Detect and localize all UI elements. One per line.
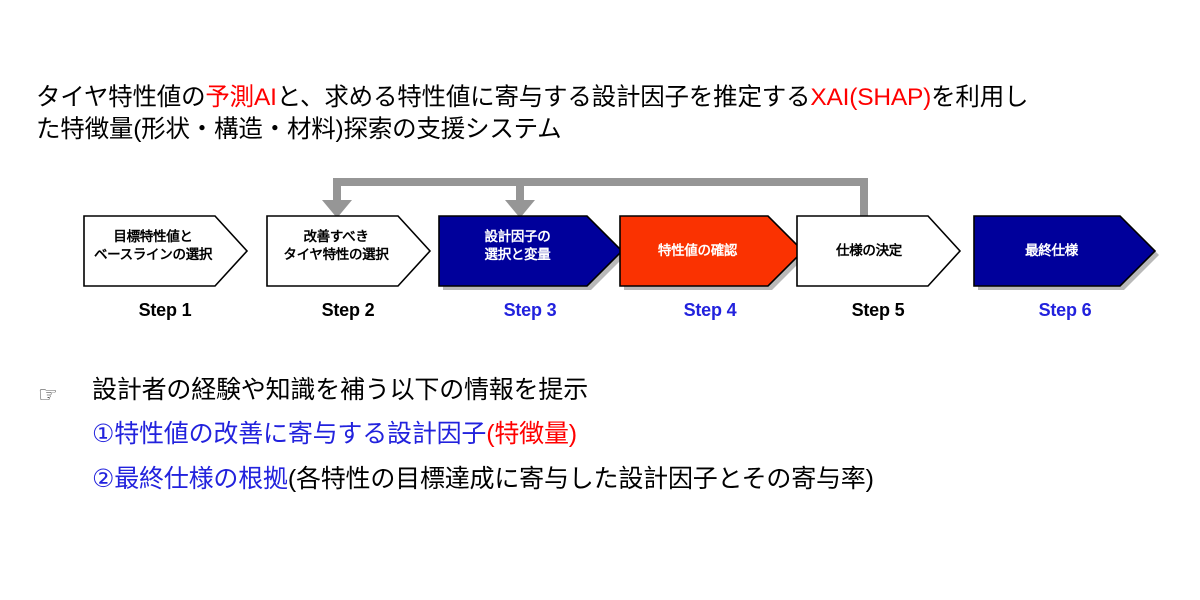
step-3-label-line-1: 設計因子の <box>484 229 551 244</box>
title-seg-3: と、求める特性値に寄与する設計因子を推定する <box>276 84 811 111</box>
note-item-1: ①特性値の改善に寄与する設計因子(特徴量) <box>92 422 1176 467</box>
note-item-2-black: (各特性の目標達成に寄与した設計因子とその寄与率) <box>287 465 874 493</box>
step-1-caption: Step 1 <box>138 300 192 320</box>
title-seg-5: を利用し <box>931 84 1029 111</box>
step-2-label: 改善すべき タイヤ特性の選択 <box>261 228 411 263</box>
title-seg-xai-shap: XAI(SHAP) <box>810 84 932 111</box>
step-6-caption: Step 6 <box>1038 300 1092 320</box>
step-5-caption: Step 5 <box>851 300 905 320</box>
step-2-label-line-1: 改善すべき <box>303 229 369 244</box>
note-item-1-red: (特徴量) <box>486 420 577 448</box>
note-item-2-blue: ②最終仕様の根拠 <box>92 465 288 493</box>
step-5-label: 仕様の決定 <box>794 242 944 260</box>
note-item-1-blue: ①特性値の改善に寄与する設計因子 <box>92 420 487 448</box>
note-lead-text: 設計者の経験や知識を補う以下の情報を提示 <box>92 376 589 404</box>
pointing-hand-icon: ☞ <box>38 382 58 407</box>
title-seg-1: タイヤ特性値の <box>36 84 206 111</box>
note-item-2: ②最終仕様の根拠(各特性の目標達成に寄与した設計因子とその寄与率) <box>92 467 1176 512</box>
step-2-caption: Step 2 <box>321 300 375 320</box>
step-3-label-line-2: 選択と変量 <box>484 246 551 262</box>
step-4-label-line-1: 特性値の確認 <box>657 243 738 258</box>
step-6-label: 最終仕様 <box>974 242 1129 260</box>
step-2-label-line-2: タイヤ特性の選択 <box>283 246 389 262</box>
title-seg-6: た特徴量(形状・構造・材料)探索の支援システム <box>36 115 562 143</box>
step-6-label-line-1: 最終仕様 <box>1025 243 1078 258</box>
step-4-caption: Step 4 <box>683 300 737 320</box>
step-1-label-line-1: 目標特性値と <box>113 229 193 244</box>
title-seg-predict-ai: 予測AI <box>205 84 277 111</box>
step-1-label-line-2: ベースラインの選択 <box>93 246 213 262</box>
note-lead-row: ☞ 設計者の経験や知識を補う以下の情報を提示 <box>36 378 1176 422</box>
notes-section: ☞ 設計者の経験や知識を補う以下の情報を提示 ①特性値の改善に寄与する設計因子(… <box>36 378 1176 512</box>
feedback-connector <box>322 178 868 218</box>
title-line-2: た特徴量(形状・構造・材料)探索の支援システム <box>36 114 1176 146</box>
step-5-label-line-1: 仕様の決定 <box>836 243 902 258</box>
slide-title: タイヤ特性値の予測AIと、求める特性値に寄与する設計因子を推定するXAI(SHA… <box>36 82 1176 146</box>
title-line-1: タイヤ特性値の予測AIと、求める特性値に寄与する設計因子を推定するXAI(SHA… <box>36 82 1176 114</box>
step-1-label: 目標特性値と ベースラインの選択 <box>78 228 228 263</box>
step-3-label: 設計因子の 選択と変量 <box>440 228 595 263</box>
step-4-label: 特性値の確認 <box>620 242 775 260</box>
step-3-caption: Step 3 <box>503 300 557 320</box>
